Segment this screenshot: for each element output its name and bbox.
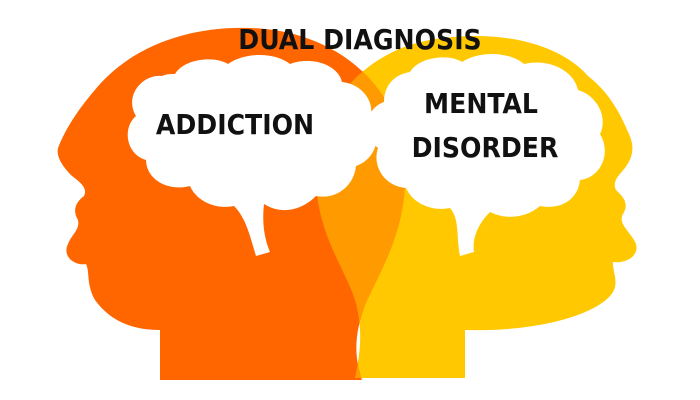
left-brain-icon xyxy=(127,55,377,256)
right-head-label-line2: DISORDER xyxy=(412,131,559,164)
left-head-label: ADDICTION xyxy=(156,108,314,141)
diagram-title: DUAL DIAGNOSIS xyxy=(238,23,481,56)
right-brain-icon xyxy=(367,53,605,256)
right-head-label-line1: MENTAL xyxy=(424,87,538,120)
